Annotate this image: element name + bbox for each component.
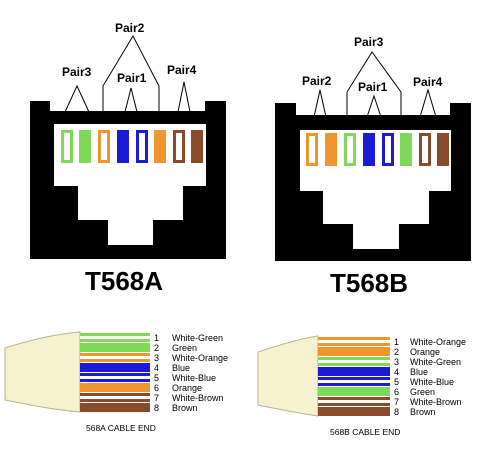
wire-number: 7	[394, 397, 399, 407]
pin	[437, 133, 449, 166]
wire	[318, 357, 390, 366]
pin	[191, 130, 203, 163]
connector-t568a: Pair3 Pair2 Pair1 Pair4 T568A	[30, 21, 226, 296]
wire	[318, 387, 390, 396]
wire-label: White-Blue	[410, 377, 454, 387]
wire	[80, 393, 150, 402]
wire	[80, 403, 150, 412]
pin	[61, 130, 73, 163]
rj45-jack-cavity	[54, 124, 206, 245]
wire-label: White-Green	[172, 333, 223, 343]
cable-end-568b: 1 White-Orange 2 Orange 3 White-Green 4 …	[257, 335, 466, 437]
wire-number: 3	[394, 357, 399, 367]
wire-label: White-Brown	[172, 393, 224, 403]
pair-label: Pair2	[302, 74, 332, 88]
wire-number: 6	[154, 383, 159, 393]
pair-label: Pair1	[117, 71, 147, 85]
wire-number: 1	[394, 337, 399, 347]
wire	[318, 377, 390, 386]
wire-number: 5	[154, 373, 159, 383]
wire-label: Green	[172, 343, 197, 353]
wire	[318, 337, 390, 346]
wire-number: 8	[154, 403, 159, 413]
wire-number: 7	[154, 393, 159, 403]
wire-label: Brown	[410, 407, 436, 417]
wire-label: Brown	[172, 403, 198, 413]
pin	[419, 133, 431, 166]
wire	[80, 343, 150, 352]
pin	[117, 130, 129, 163]
standard-title: T568B	[330, 268, 408, 298]
pin	[325, 133, 337, 166]
wire	[80, 353, 150, 362]
pair-label: Pair1	[358, 80, 388, 94]
wire-label: Orange	[172, 383, 202, 393]
wire-number: 3	[154, 353, 159, 363]
wire-label: White-Orange	[172, 353, 228, 363]
wire	[318, 347, 390, 356]
pin	[136, 130, 148, 163]
wire-label: White-Blue	[172, 373, 216, 383]
wire-group	[80, 333, 150, 412]
wire-label: White-Brown	[410, 397, 462, 407]
wire-number: 2	[154, 343, 159, 353]
wire-number: 2	[394, 347, 399, 357]
rj45-jack-cavity	[300, 130, 451, 249]
wire-number: 6	[394, 387, 399, 397]
cable-end-caption: 568B CABLE END	[330, 427, 400, 437]
cable-jacket	[257, 335, 319, 417]
wire	[318, 407, 390, 416]
pair-brackets-t568b	[313, 51, 437, 118]
wire-number: 4	[394, 367, 399, 377]
wire	[80, 333, 150, 342]
pair-label: Pair4	[413, 75, 443, 89]
wire-number: 5	[394, 377, 399, 387]
wire	[318, 367, 390, 376]
wire	[80, 363, 150, 372]
wire-group	[318, 337, 390, 416]
wire-number: 4	[154, 363, 159, 373]
cable-end-568a: 1 White-Green 2 Green 3 White-Orange 4 B…	[4, 331, 228, 433]
standard-title: T568A	[85, 266, 163, 296]
pin	[173, 130, 185, 163]
wire	[318, 397, 390, 406]
pin	[400, 133, 412, 166]
pin	[382, 133, 394, 166]
pin	[344, 133, 356, 166]
wire-label: Green	[410, 387, 435, 397]
pair-label: Pair3	[354, 35, 384, 49]
wire-label: White-Green	[410, 357, 461, 367]
wire-label: Orange	[410, 347, 440, 357]
cable-end-caption: 568A CABLE END	[86, 423, 156, 433]
pin	[306, 133, 318, 166]
wire-number: 1	[154, 333, 159, 343]
pin	[154, 130, 166, 163]
pair-brackets-t568a	[64, 34, 191, 113]
wire	[80, 373, 150, 382]
pair-label: Pair2	[115, 21, 145, 35]
connector-t568b: Pair2 Pair3 Pair1 Pair4 T568B	[275, 35, 471, 298]
pin	[98, 130, 110, 163]
pin	[363, 133, 375, 166]
pin	[79, 130, 91, 163]
wire-label: Blue	[172, 363, 190, 373]
pair-label: Pair4	[167, 63, 197, 77]
wire	[80, 383, 150, 392]
wire-label: Blue	[410, 367, 428, 377]
pair-label: Pair3	[62, 65, 92, 79]
cable-jacket	[4, 331, 81, 413]
wire-number: 8	[394, 407, 399, 417]
wire-label: White-Orange	[410, 337, 466, 347]
